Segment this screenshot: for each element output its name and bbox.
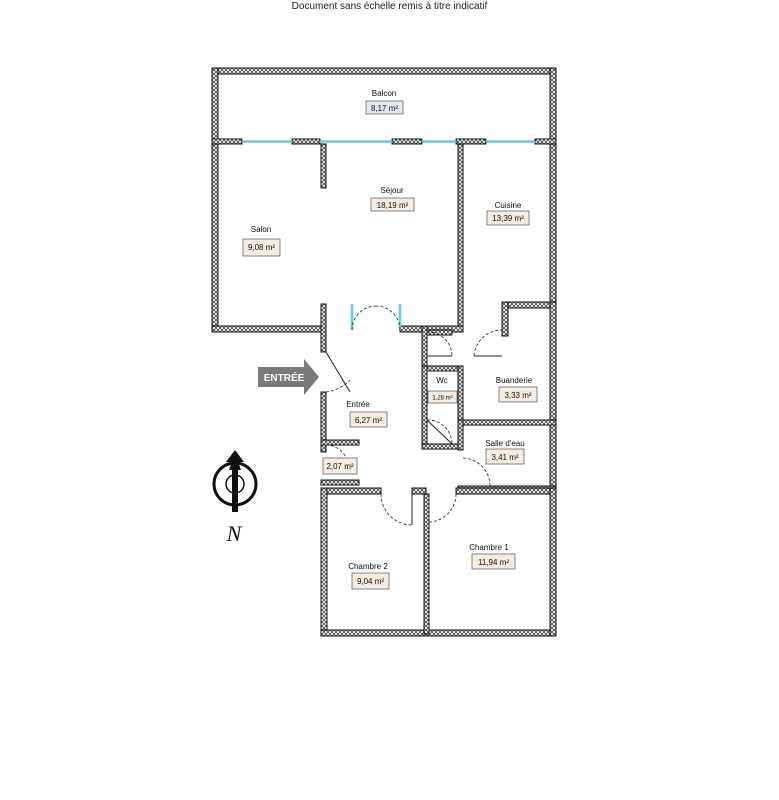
room-name: Salon [251,225,271,234]
area-badge [242,238,281,257]
room-wc: Wc 1,28 m² [427,376,458,404]
area-badge [485,448,525,465]
room-name: Wc [436,376,448,385]
room-placard: 2,07 m² [322,457,358,475]
bay-windows [242,140,535,330]
room-name: Buanderie [496,376,533,385]
area-badge [471,553,516,570]
area-badge [370,197,415,212]
area-badge [322,457,358,475]
room-area: 13,39 m² [492,214,524,223]
room-area: 1,28 m² [432,396,452,402]
room-salon: Salon 9,08 m² [242,225,281,257]
room-area: 18,19 m² [377,201,409,210]
walls [211,67,557,637]
entrance-arrow: ENTRÉE [258,359,319,395]
doors [325,305,503,526]
room-salle-deau: Salle d'eau 3,41 m² [485,439,525,465]
room-name: Chambre 1 [469,543,509,552]
room-chambre2: Chambre 2 9,04 m² [348,562,390,590]
room-area: 8,17 m² [371,104,398,113]
area-badge [427,390,458,404]
entrance-label: ENTRÉE [264,371,305,384]
north-compass-icon [212,450,258,512]
room-area: 6,27 m² [355,416,382,425]
area-badge [498,386,538,403]
room-name: Séjour [380,186,403,195]
room-area: 3,41 m² [491,453,518,462]
room-area: 3,33 m² [504,391,531,400]
room-area: 9,08 m² [248,243,275,252]
room-area: 9,04 m² [357,577,384,586]
room-chambre1: Chambre 1 11,94 m² [469,543,516,570]
room-area: 11,94 m² [478,558,509,567]
area-badge [351,572,390,590]
room-buanderie: Buanderie 3,33 m² [496,376,538,403]
area-badge [486,210,530,226]
room-entree: Entrée 6,27 m² [346,400,388,428]
area-badge [365,100,404,115]
room-name: Salle d'eau [485,439,524,448]
room-sejour: Séjour 18,19 m² [370,186,415,212]
north-label: N [226,521,243,546]
room-balcon: Balcon 8,17 m² [365,89,404,115]
room-name: Balcon [372,89,396,98]
room-name: Chambre 2 [348,562,388,571]
room-name: Entrée [346,400,370,409]
room-area: 2,07 m² [326,462,353,471]
room-cuisine: Cuisine 13,39 m² [486,201,530,226]
plan-caption: Document sans échelle remis à titre indi… [291,1,488,12]
room-name: Cuisine [495,201,522,210]
area-badge [349,411,388,428]
